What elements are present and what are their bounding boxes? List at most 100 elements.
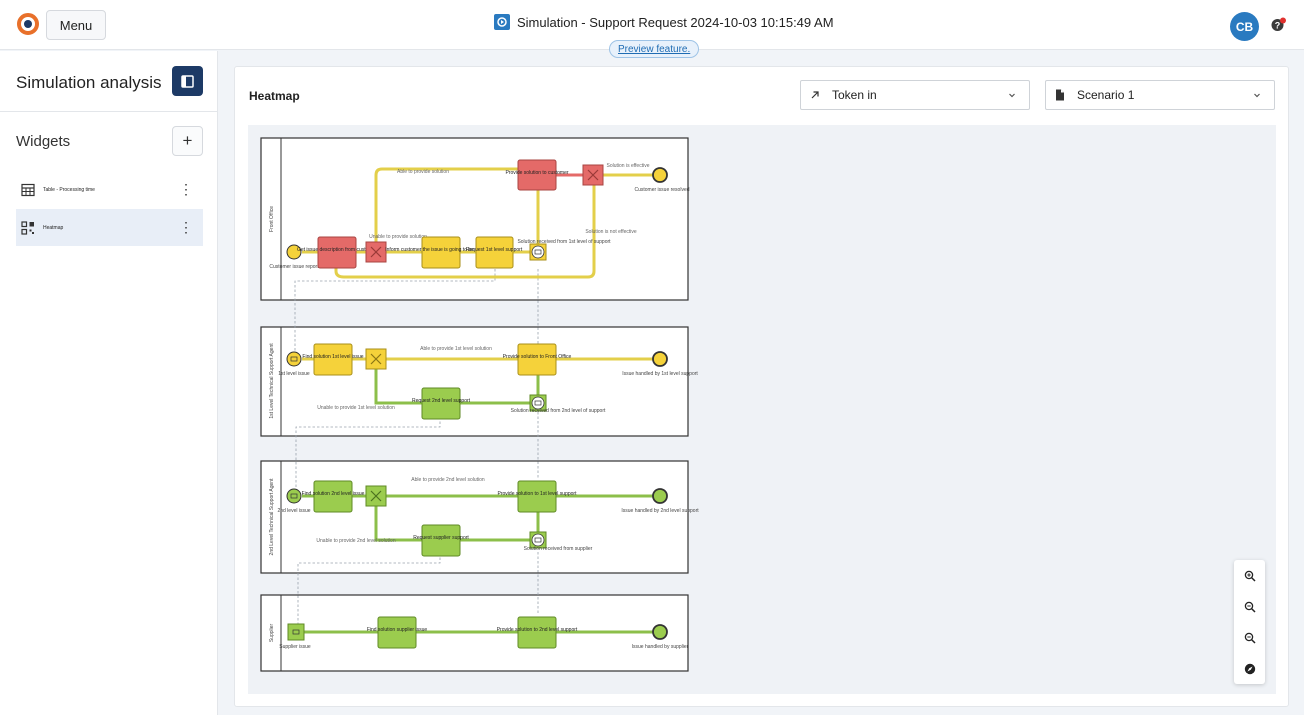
l1-gateway[interactable] (365, 348, 387, 370)
metric-select-value: Token in (832, 88, 877, 102)
first-level-flows (302, 357, 653, 405)
process-diagram[interactable]: .lane { fill: #fff; stroke: #333; stroke… (248, 125, 1276, 694)
zoom-controls (1234, 560, 1265, 684)
avatar[interactable]: CB (1230, 12, 1259, 41)
lane-label: Supplier (269, 624, 275, 643)
svg-text:?: ? (1275, 20, 1281, 30)
svg-text:Provide solution to customer: Provide solution to customer (505, 170, 568, 176)
svg-text:Inform customer the issue is g: Inform customer the issue is going to be… (385, 247, 497, 253)
l2-end-event[interactable]: Issue handled by 2nd level support (621, 488, 699, 514)
l1-end-event[interactable]: Issue handled by 1st level support (622, 351, 698, 377)
panel-icon (181, 74, 194, 88)
s-task-find[interactable]: Find solution supplier issue (367, 616, 428, 649)
arrow-up-right-icon (810, 90, 824, 100)
s-task-provide[interactable]: Provide solution to 2nd level support (497, 616, 578, 649)
help-icon[interactable]: ? (1271, 17, 1286, 32)
l2-event-solution-received[interactable]: Solution received from supplier (524, 531, 593, 552)
fo-task-request-1st[interactable]: Request 1st level support (466, 236, 523, 269)
l1-start-event[interactable]: 1st level issue (278, 351, 310, 377)
menu-button[interactable]: Menu (46, 10, 106, 40)
l2-task-find[interactable]: Find solution 2nd level issue (302, 480, 365, 513)
svg-text:Solution is effective: Solution is effective (607, 163, 650, 169)
fo-end-event[interactable]: Customer issue resolved (634, 167, 690, 193)
svg-text:Request 2nd level support: Request 2nd level support (412, 398, 471, 404)
fo-start-event[interactable]: Customer issue report (269, 244, 319, 270)
fo-task-get-issue[interactable]: Get issue description from customer (297, 236, 377, 269)
svg-text:Able to provide 2nd level solu: Able to provide 2nd level solution (411, 477, 485, 483)
svg-text:1st level issue: 1st level issue (278, 371, 310, 377)
svg-text:Issue handled by supplier: Issue handled by supplier (632, 644, 689, 650)
fo-task-inform[interactable]: Inform customer the issue is going to be… (385, 236, 497, 269)
svg-text:Find solution 2nd level issue: Find solution 2nd level issue (302, 491, 365, 497)
sidebar-item-table-processing-time[interactable]: Table - Processing time ⋮ (16, 171, 203, 208)
svg-text:Solution received from 1st lev: Solution received from 1st level of supp… (517, 239, 611, 245)
fo-event-solution-received[interactable]: Solution received from 1st level of supp… (517, 239, 611, 261)
app-logo-icon[interactable] (17, 13, 39, 35)
zoom-out-icon (1244, 601, 1256, 613)
sidebar: Simulation analysis Widgets + Table - Pr… (0, 51, 218, 715)
lane-label: 1st Level Technical Support Agent (269, 343, 275, 419)
lane-1st-level: 1st Level Technical Support Agent (260, 326, 689, 437)
fo-gateway-effective[interactable] (582, 164, 604, 186)
l1-task-find[interactable]: Find solution 1st level issue (302, 343, 364, 376)
page-title-text: Simulation - Support Request 2024-10-03 … (517, 14, 834, 30)
sidebar-item-label: Table - Processing time (43, 186, 95, 193)
first-level-edge-labels: Able to provide 1st level solution Unabl… (317, 346, 492, 411)
page-title: Simulation - Support Request 2024-10-03 … (494, 14, 834, 30)
sidebar-item-heatmap[interactable]: Heatmap ⋮ (16, 209, 203, 246)
svg-text:Provide solution to 2nd level: Provide solution to 2nd level support (497, 627, 578, 633)
svg-text:Unable to provide 2nd level so: Unable to provide 2nd level solution (316, 538, 395, 544)
second-level-flows (302, 494, 653, 542)
zoom-in-button[interactable] (1234, 560, 1265, 591)
svg-text:Solution is not effective: Solution is not effective (585, 229, 637, 235)
svg-text:Get issue description from cus: Get issue description from customer (297, 247, 377, 253)
svg-text:Able to provide 1st level solu: Able to provide 1st level solution (420, 346, 492, 352)
svg-text:Unable to provide solution: Unable to provide solution (369, 234, 427, 240)
scenario-select-value: Scenario 1 (1077, 88, 1135, 102)
table-icon (21, 183, 35, 196)
overflow-menu-icon[interactable]: ⋮ (179, 181, 193, 197)
fo-task-provide-solution[interactable]: Provide solution to customer (505, 159, 569, 191)
svg-text:Able to provide solution: Able to provide solution (397, 169, 449, 175)
scenario-select[interactable]: Scenario 1 (1045, 80, 1275, 110)
l1-task-request-2nd[interactable]: Request 2nd level support (412, 387, 471, 420)
svg-text:Provide solution to 1st level: Provide solution to 1st level support (498, 491, 578, 497)
lane-front-office: Front Office (260, 137, 689, 301)
svg-text:Issue handled by 2nd level sup: Issue handled by 2nd level support (621, 508, 699, 514)
metric-select[interactable]: Token in (800, 80, 1030, 110)
l1-task-provide[interactable]: Provide solution to Front Office (503, 343, 572, 376)
svg-text:Provide solution to Front Offi: Provide solution to Front Office (503, 354, 572, 360)
zoom-out-button[interactable] (1234, 591, 1265, 622)
svg-text:Request 1st level support: Request 1st level support (466, 247, 523, 253)
recenter-button[interactable] (1234, 653, 1265, 684)
second-level-edge-labels: Able to provide 2nd level solution Unabl… (316, 477, 485, 544)
message-flows (294, 269, 539, 625)
front-office-flows (302, 167, 653, 279)
zoom-reset-icon (1244, 632, 1256, 644)
overflow-menu-icon[interactable]: ⋮ (179, 219, 193, 235)
l2-gateway[interactable] (365, 485, 387, 507)
document-icon (1055, 89, 1069, 101)
widget-title: Heatmap (249, 89, 300, 103)
s-end-event[interactable]: Issue handled by supplier (632, 624, 689, 650)
s-start-event[interactable]: Supplier issue (279, 623, 311, 650)
zoom-reset-button[interactable] (1234, 622, 1265, 653)
svg-text:Request supplier support: Request supplier support (413, 535, 469, 541)
svg-text:Unable to provide 1st level so: Unable to provide 1st level solution (317, 405, 395, 411)
svg-text:Solution received from 2nd lev: Solution received from 2nd level of supp… (511, 408, 606, 414)
front-office-edge-labels: Able to provide solution Unable to provi… (369, 163, 650, 240)
simulation-icon (494, 14, 510, 30)
l1-event-solution-received[interactable]: Solution received from 2nd level of supp… (511, 394, 606, 414)
toggle-panel-button[interactable] (172, 66, 203, 96)
lane-2nd-level: 2nd Level Technical Support Agent (260, 460, 689, 574)
l2-task-provide[interactable]: Provide solution to 1st level support (498, 480, 578, 513)
svg-text:Find solution supplier issue: Find solution supplier issue (367, 627, 428, 633)
l2-start-event[interactable]: 2nd level issue (277, 488, 311, 514)
l2-task-request-supplier[interactable]: Request supplier support (413, 524, 469, 557)
heatmap-widget-card: Heatmap Token in Scenario 1 .lane { fill… (234, 66, 1289, 707)
add-widget-button[interactable]: + (172, 126, 203, 156)
fo-gateway-able[interactable] (365, 241, 387, 263)
preview-feature-link[interactable]: Preview feature. (609, 40, 700, 58)
lane-label: 2nd Level Technical Support Agent (269, 478, 275, 556)
heatmap-canvas[interactable]: .lane { fill: #fff; stroke: #333; stroke… (248, 125, 1276, 694)
